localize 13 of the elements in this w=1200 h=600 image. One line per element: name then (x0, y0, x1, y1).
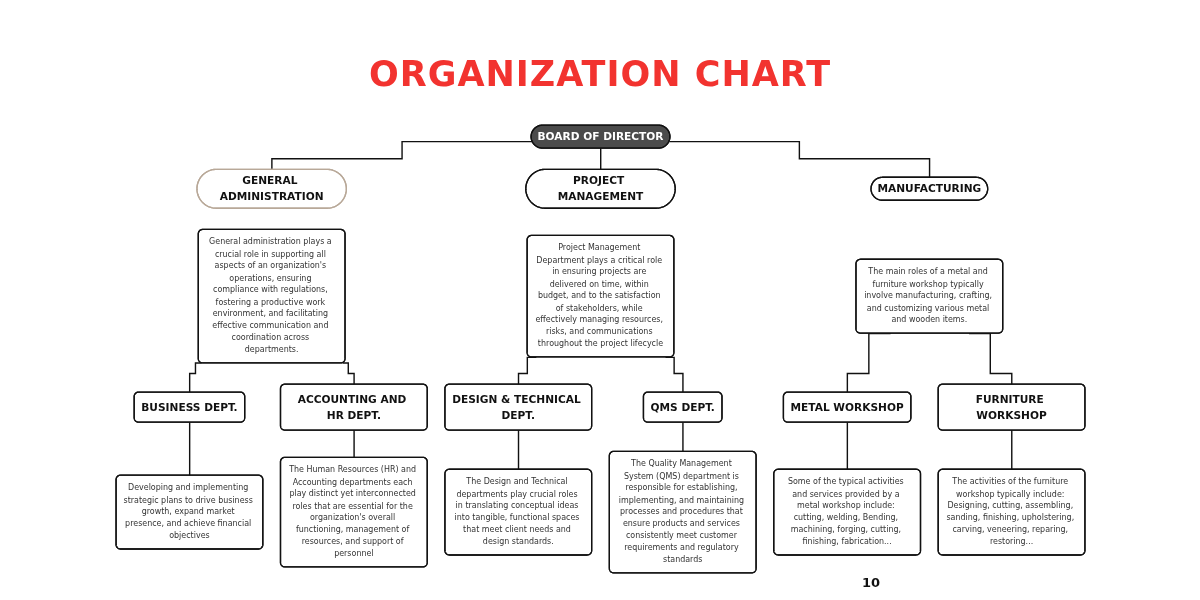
connector (188, 362, 202, 394)
connector (270, 140, 533, 171)
connector (1010, 429, 1013, 471)
connector (517, 429, 519, 471)
connector (668, 140, 930, 179)
chart-title: ORGANIZATION CHART (369, 53, 831, 96)
connector (681, 421, 684, 453)
page-number: 10 (862, 575, 881, 590)
connector (188, 421, 191, 477)
connector (846, 421, 848, 471)
connector (341, 362, 355, 386)
connector (599, 147, 602, 171)
connector (352, 429, 355, 459)
